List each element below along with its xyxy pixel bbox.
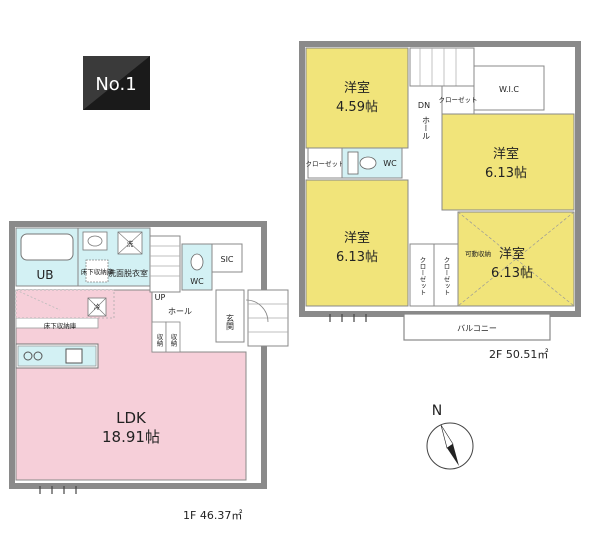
wic-label: W.I.C [499, 85, 519, 94]
bedroom-3-size: 6.13帖 [485, 166, 527, 181]
bedroom-3-label: 洋室 [493, 146, 519, 162]
bedroom-2-label: 洋室 [344, 230, 370, 246]
plan-number-badge: No.1 [83, 56, 150, 110]
shoe-in-closet [211, 243, 243, 273]
closet-2f-a-label: クローゼット [306, 159, 345, 168]
walk-in-closet [473, 65, 545, 111]
kitchen-counter-wet [17, 345, 97, 367]
floor-1-plan: 冷 床下収納庫 UB 洗 床下収納庫 洗面脱衣室 WC SIC [9, 221, 289, 522]
bedroom-1 [305, 47, 409, 149]
bedroom-2 [305, 179, 409, 307]
bedroom-4-label: 洋室 [499, 246, 525, 262]
storage-b [165, 321, 181, 353]
storage-b-label: 収納 [169, 333, 177, 348]
washroom-underfloor-storage [85, 259, 109, 283]
bedroom-4-size: 6.13帖 [491, 266, 533, 281]
underfloor-storage-label-2: 床下収納庫 [44, 321, 77, 330]
closet-2f-c-label: クローゼット [418, 256, 426, 296]
refrigerator-mark: 冷 [94, 302, 101, 311]
underfloor-storage-label-1: 床下収納庫 [81, 267, 114, 276]
closet-2f-c [409, 243, 435, 307]
wash-basin [82, 231, 108, 251]
sic-label: SIC [220, 255, 233, 264]
plan-number-label: No.1 [95, 74, 136, 95]
floor-2-caption: 2F 50.51㎡ [489, 348, 548, 361]
kitchen-sink [65, 348, 83, 364]
hall-2f-label: ホール [422, 116, 431, 140]
entrance-label: 玄関 [226, 313, 235, 331]
floor-1-caption: 1F 46.37㎡ [183, 509, 242, 522]
hall-1f-up: UP [155, 293, 166, 302]
bedroom-4 [457, 211, 575, 307]
wc-2f-label: WC [383, 159, 397, 168]
balcony [403, 313, 551, 341]
closet-2f-d [433, 243, 459, 307]
balcony-label: バルコニー [457, 324, 497, 333]
floor-2-plan: 洋室 4.59帖 クローゼット WC 洋室 6.13帖 DN ホール W.I.C… [299, 41, 581, 361]
washroom-label: 洗面脱衣室 [108, 268, 148, 278]
compass-n-label: N [432, 403, 442, 419]
stairs-2f [409, 47, 475, 87]
stove-burner-1 [23, 351, 33, 361]
ldk-name: LDK [116, 409, 147, 427]
wc-1f-label: WC [190, 277, 204, 286]
windows-2f [329, 314, 367, 322]
ldk-size: 18.91帖 [102, 428, 160, 446]
bedroom-1-size: 4.59帖 [336, 100, 378, 115]
washing-machine-mark: 洗 [127, 239, 134, 248]
movable-storage-label: 可動収納 [465, 249, 491, 258]
bedroom-3 [441, 113, 575, 211]
closet-2f-b-label: クローゼット [439, 95, 478, 104]
dn-label: DN [418, 101, 430, 110]
stove-burner-2 [33, 351, 43, 361]
windows-1f [39, 486, 77, 494]
closet-2f-d-label: クローゼット [442, 256, 450, 296]
compass: N [426, 403, 474, 470]
bedroom-2-size: 6.13帖 [336, 250, 378, 265]
storage-a-label: 収納 [155, 333, 163, 348]
entrance [215, 289, 245, 343]
ub-label: UB [36, 268, 53, 282]
bathtub [20, 233, 74, 261]
bedroom-1-label: 洋室 [344, 80, 370, 96]
hall-1f-label: ホール [168, 307, 192, 316]
stairs-1f [149, 235, 181, 293]
